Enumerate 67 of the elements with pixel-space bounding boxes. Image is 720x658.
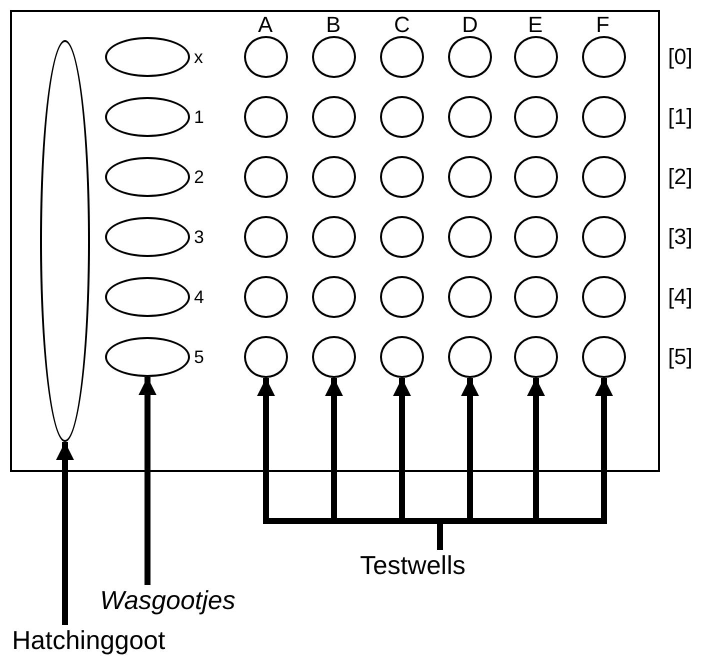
well-circle	[380, 36, 424, 78]
oval-trough	[105, 37, 190, 77]
callout-text: Wasgootjes	[100, 585, 290, 617]
well-circle	[448, 96, 492, 138]
well-circle	[582, 96, 626, 138]
row-label: 3	[194, 228, 204, 246]
oval-trough	[40, 40, 90, 442]
well-circle	[244, 156, 288, 198]
row-label: x	[194, 48, 203, 66]
well-circle	[380, 276, 424, 318]
well-circle	[312, 336, 356, 378]
column-label: D	[462, 14, 478, 36]
well-circle	[312, 156, 356, 198]
well-circle	[380, 216, 424, 258]
callout-text: Hatchinggoot	[12, 625, 212, 655]
column-label: F	[596, 14, 610, 36]
row-index: [1]	[668, 106, 692, 128]
well-circle	[514, 276, 558, 318]
well-circle	[380, 156, 424, 198]
row-label: 4	[194, 288, 204, 306]
well-circle	[448, 276, 492, 318]
row-label: 2	[194, 168, 204, 186]
well-circle	[312, 216, 356, 258]
arrow	[138, 377, 156, 585]
well-circle	[448, 336, 492, 378]
well-circle	[244, 36, 288, 78]
row-index: [0]	[668, 46, 692, 68]
arrow	[56, 442, 74, 625]
oval-trough	[105, 217, 190, 257]
oval-trough	[105, 337, 190, 377]
oval-trough	[105, 157, 190, 197]
plate-outline	[10, 10, 660, 472]
well-circle	[514, 336, 558, 378]
well-circle	[514, 156, 558, 198]
well-circle	[448, 156, 492, 198]
row-index: [4]	[668, 286, 692, 308]
well-circle	[312, 276, 356, 318]
well-circle	[582, 36, 626, 78]
well-circle	[244, 336, 288, 378]
well-circle	[582, 156, 626, 198]
well-circle	[244, 216, 288, 258]
row-index: [5]	[668, 346, 692, 368]
well-circle	[244, 276, 288, 318]
oval-trough	[105, 277, 190, 317]
well-circle	[380, 96, 424, 138]
well-circle	[582, 336, 626, 378]
oval-trough	[105, 97, 190, 137]
row-index: [2]	[668, 166, 692, 188]
column-label: E	[528, 14, 543, 36]
well-circle	[380, 336, 424, 378]
well-circle	[244, 96, 288, 138]
well-circle	[582, 216, 626, 258]
well-circle	[514, 36, 558, 78]
column-label: C	[394, 14, 410, 36]
well-circle	[582, 276, 626, 318]
column-label: B	[326, 14, 341, 36]
row-label: 5	[194, 348, 204, 366]
well-circle	[514, 96, 558, 138]
well-circle	[312, 96, 356, 138]
row-index: [3]	[668, 226, 692, 248]
column-label: A	[258, 14, 273, 36]
well-circle	[448, 36, 492, 78]
well-circle	[448, 216, 492, 258]
callout-text: Testwells	[360, 550, 520, 582]
well-circle	[514, 216, 558, 258]
row-label: 1	[194, 108, 204, 126]
well-circle	[312, 36, 356, 78]
